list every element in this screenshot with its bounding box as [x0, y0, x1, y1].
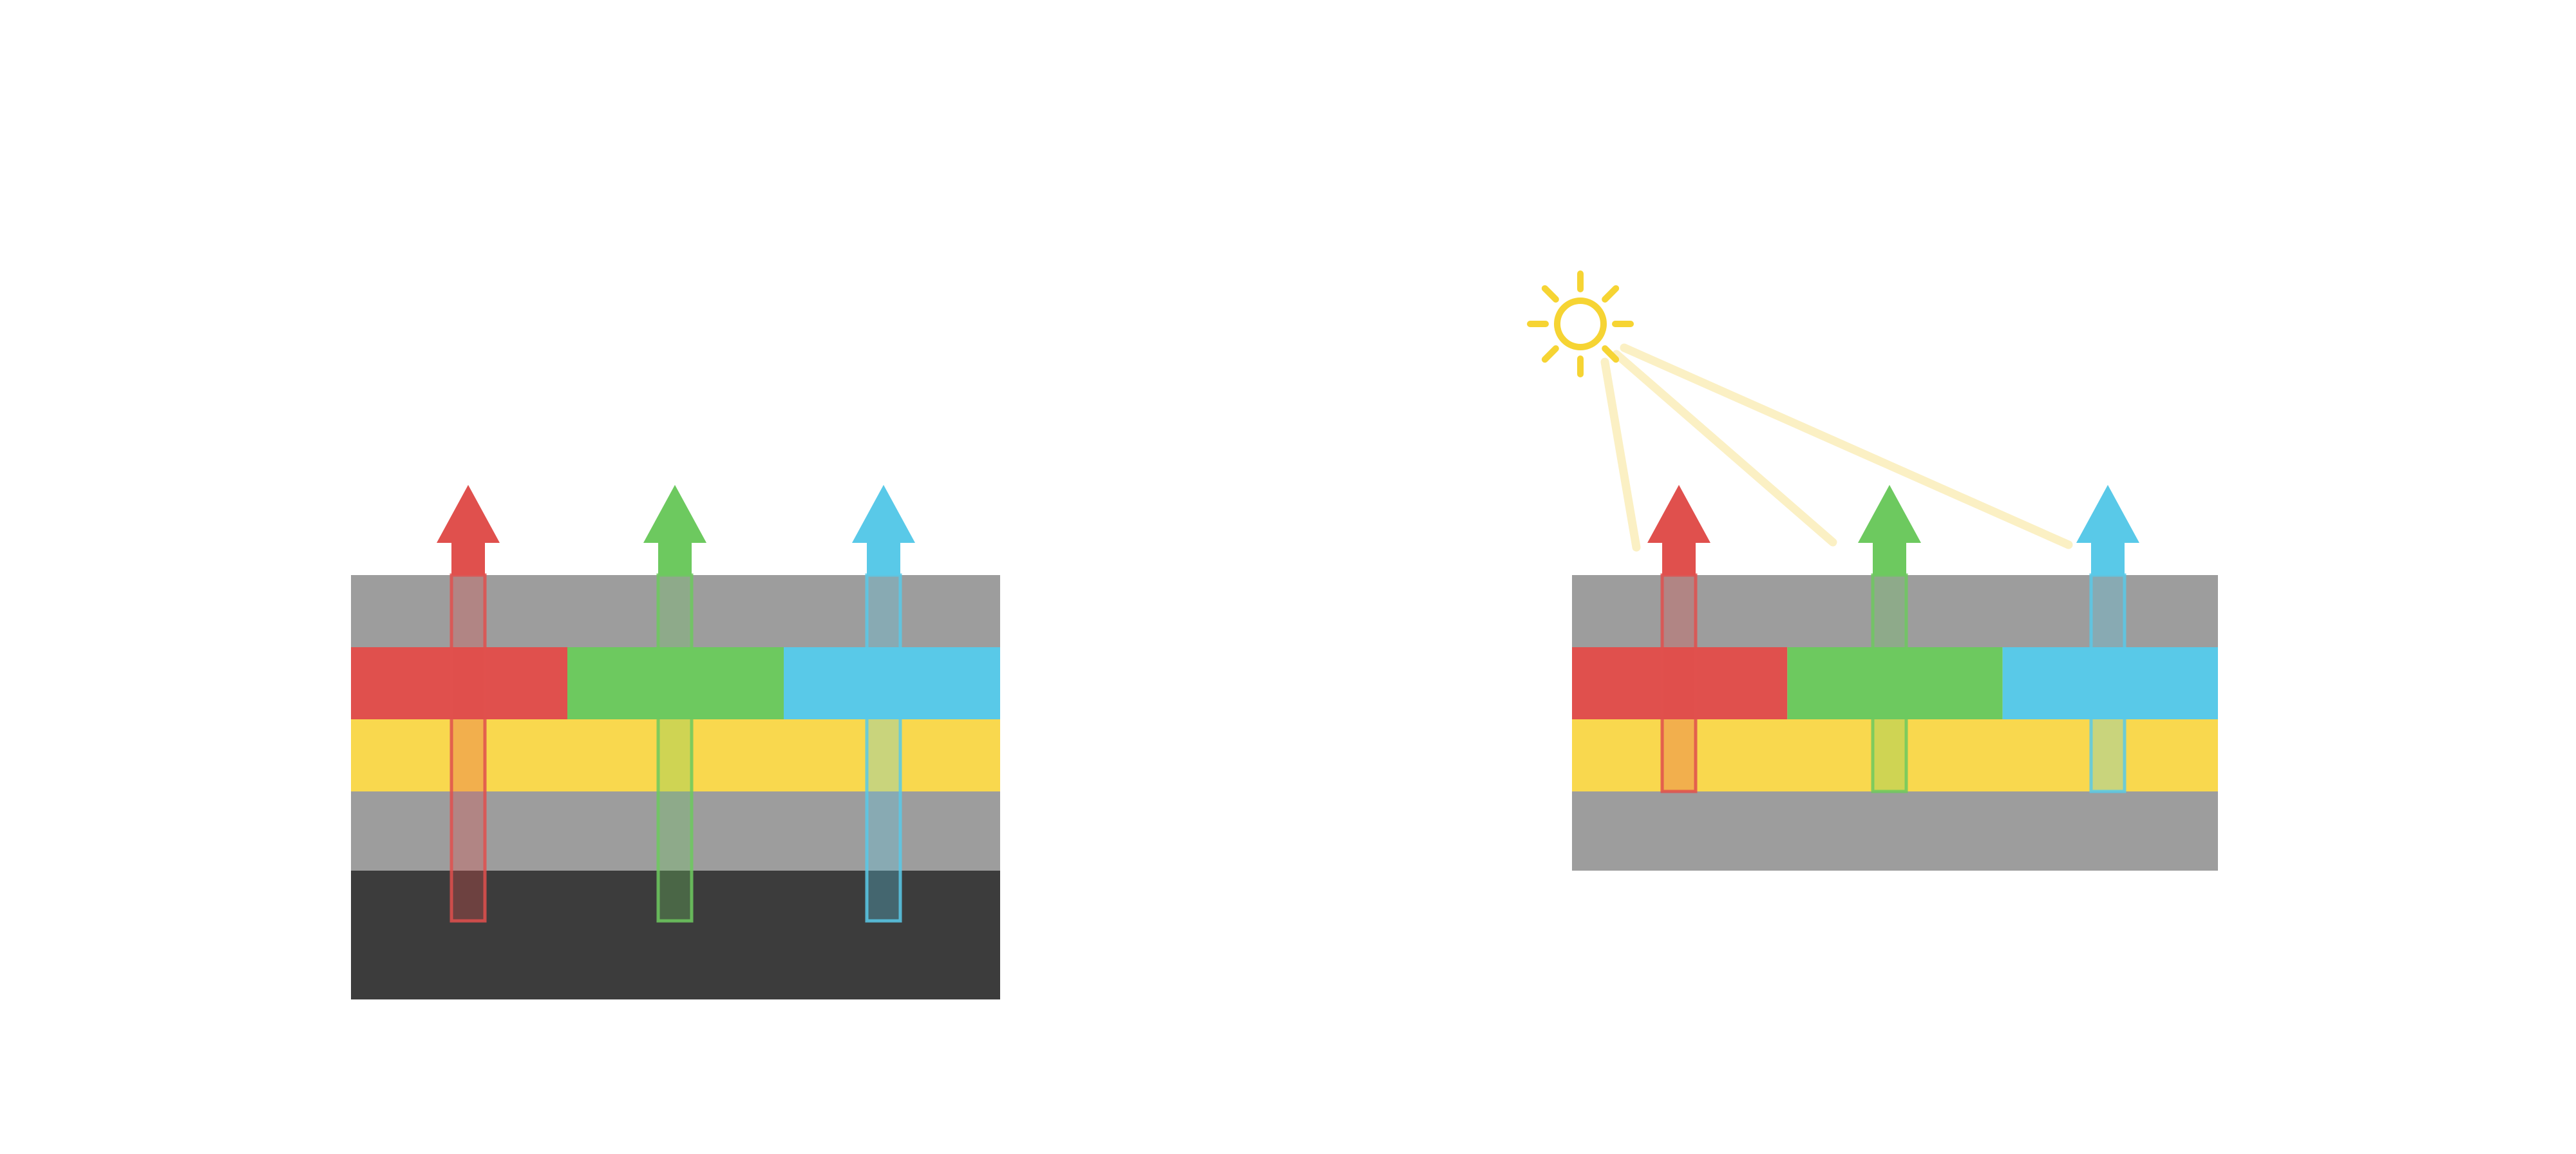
emissive-stack-yellow-layer: [351, 719, 1000, 791]
sunlit-stack-red-light-arrow: [1647, 485, 1710, 793]
red-arrow-shaft-translucent: [1660, 573, 1698, 793]
red-arrow-shaft-solid: [451, 543, 485, 575]
sunlit-stack-red-subpixel-segment: [1572, 647, 1788, 719]
emissive-stack-top-gray-layer: [351, 575, 1000, 647]
cyan-arrow-head: [2076, 485, 2139, 543]
sunlit-stack-bottom-gray-layer: [1572, 791, 2218, 871]
sunlit-stack-green-light-arrow: [1858, 485, 1921, 793]
red-arrow-shaft-translucent: [450, 573, 487, 923]
sun-ray-tick: [1541, 345, 1559, 363]
green-arrow-shaft-solid: [658, 543, 692, 575]
cyan-arrow-shaft-translucent: [2089, 573, 2126, 793]
cyan-arrow-head: [852, 485, 915, 543]
emissive-stack-dark-substrate-layer: [351, 871, 1000, 999]
sunlit-stack-top-gray-layer: [1572, 575, 2218, 647]
emissive-stack-panel: [351, 485, 1000, 999]
green-arrow-shaft-translucent: [656, 573, 694, 923]
emissive-stack-red-light-arrow: [437, 485, 500, 923]
red-arrow-head: [1647, 485, 1710, 543]
green-arrow-head: [643, 485, 706, 543]
cyan-arrow-shaft-solid: [867, 543, 900, 575]
emissive-stack-bottom-gray-layer: [351, 791, 1000, 871]
sunlight-beam: [1612, 350, 1837, 547]
red-arrow-head: [437, 485, 500, 543]
sunlight-beam: [1620, 343, 2073, 549]
cyan-arrow-shaft-solid: [2091, 543, 2125, 575]
green-arrow-shaft-translucent: [1871, 573, 1908, 793]
emissive-stack-cyan-subpixel-segment: [784, 647, 1000, 719]
emissive-stack-green-light-arrow: [643, 485, 706, 923]
sunlit-stack-green-subpixel-segment: [1787, 647, 2003, 719]
cyan-arrow-shaft-translucent: [865, 573, 902, 923]
green-arrow-shaft-solid: [1873, 543, 1906, 575]
green-arrow-head: [1858, 485, 1921, 543]
emissive-stack-cyan-light-arrow: [852, 485, 915, 923]
emissive-stack-green-subpixel-segment: [567, 647, 784, 719]
sun-ray-tick: [1541, 285, 1559, 303]
red-arrow-shaft-solid: [1662, 543, 1696, 575]
sun-icon: [1527, 270, 1634, 377]
sunlit-stack-cyan-subpixel-segment: [2002, 647, 2218, 719]
sun-ray-tick: [1602, 285, 1620, 303]
sun-ray-tick: [1602, 345, 1620, 363]
sunlit-stack-panel: [1527, 270, 2218, 871]
sunlit-stack-yellow-layer: [1572, 719, 2218, 791]
emissive-stack-red-subpixel-segment: [351, 647, 567, 719]
sun-disc: [1554, 298, 1607, 350]
sunlit-stack-cyan-light-arrow: [2076, 485, 2139, 793]
sunlight-beam: [1600, 357, 1641, 552]
